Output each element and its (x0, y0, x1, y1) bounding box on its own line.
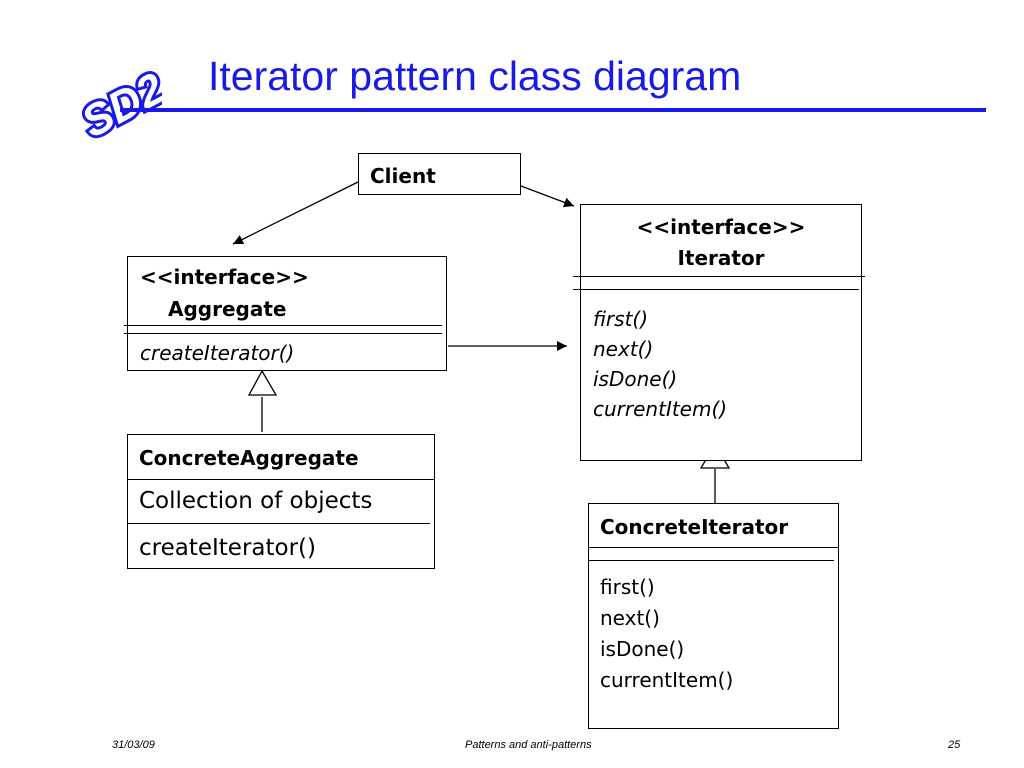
concrete-iterator-method: next() (600, 606, 660, 630)
footer-topic: Patterns and anti-patterns (465, 739, 592, 751)
concrete-aggregate-attribute: Collection of objects (139, 488, 373, 514)
client-class: Client (358, 153, 521, 195)
aggregate-divider (124, 325, 442, 326)
aggregate-divider (124, 333, 442, 334)
concrete-iterator-method: currentItem() (600, 668, 734, 692)
concrete-aggregate-divider (128, 479, 434, 480)
aggregate-name: Aggregate (168, 297, 287, 321)
iterator-divider (573, 289, 859, 290)
client-name: Client (370, 164, 436, 188)
iterator-method: next() (593, 337, 654, 361)
iterator-method: isDone() (593, 367, 678, 391)
edge-client-iterator (520, 185, 575, 208)
concrete-aggregate-method: createIterator() (139, 535, 317, 561)
concrete-iterator-name: ConcreteIterator (600, 515, 789, 539)
generalization-concrete-aggregate (247, 369, 278, 432)
concrete-iterator-class: ConcreteIterator first() next() isDone()… (588, 503, 839, 729)
slide-title: Iterator pattern class diagram (208, 53, 742, 99)
concrete-aggregate-name: ConcreteAggregate (139, 446, 359, 470)
footer-date: 31/03/09 (112, 739, 155, 751)
concrete-aggregate-class: ConcreteAggregate Collection of objects … (127, 434, 435, 569)
aggregate-method: createIterator() (140, 341, 295, 365)
iterator-name: Iterator (677, 246, 765, 270)
edge-client-aggregate (232, 181, 359, 245)
iterator-method: currentItem() (593, 397, 728, 421)
concrete-iterator-method: first() (600, 575, 655, 599)
iterator-stereotype: <<interface>> (636, 215, 806, 239)
concrete-iterator-divider (589, 547, 838, 548)
concrete-iterator-divider (589, 560, 834, 561)
aggregate-stereotype: <<interface>> (140, 265, 309, 289)
footer-page-number: 25 (948, 739, 961, 751)
iterator-class: <<interface>> Iterator first() next() is… (573, 204, 865, 461)
concrete-iterator-method: isDone() (600, 637, 685, 661)
iterator-method: first() (593, 307, 649, 331)
title-underline (120, 108, 986, 112)
concrete-aggregate-divider (128, 523, 430, 524)
aggregate-class: <<interface>> Aggregate createIterator() (124, 256, 447, 371)
sd2-logo: SD2 (71, 61, 162, 140)
iterator-divider (573, 276, 865, 277)
